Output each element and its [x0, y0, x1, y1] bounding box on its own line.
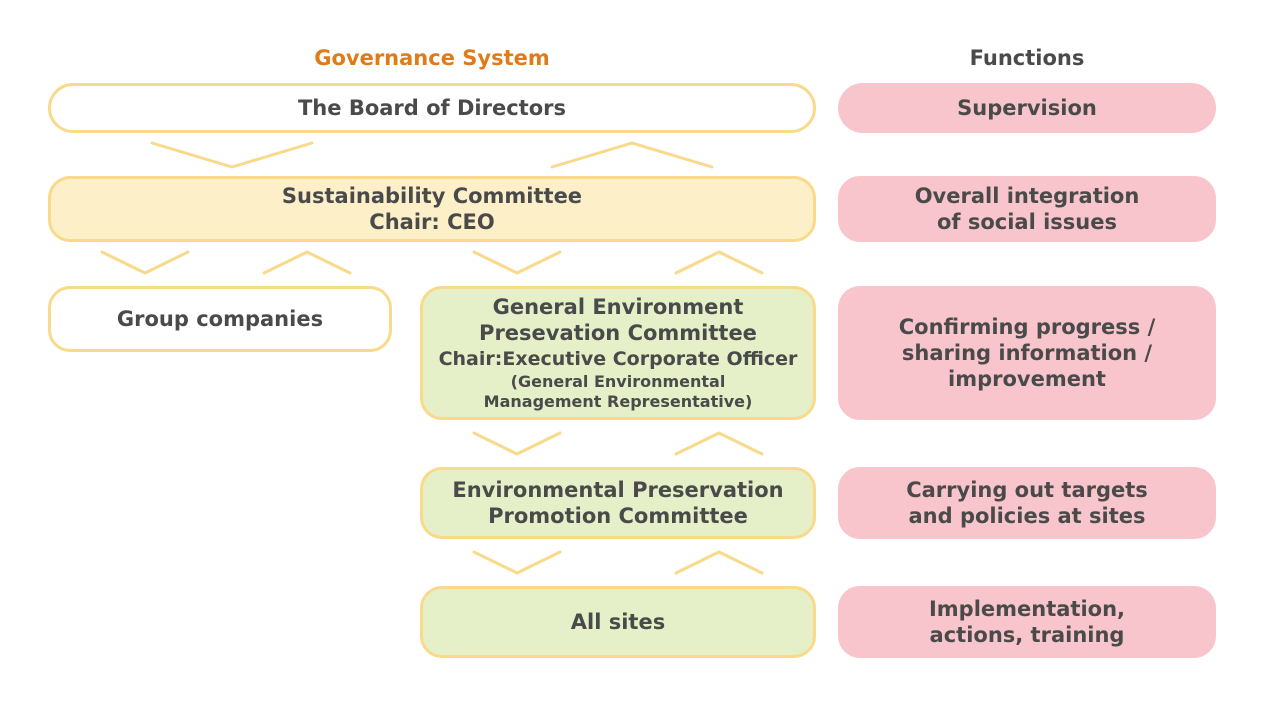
promotion-committee-box: Environmental Preservation Promotion Com…: [420, 467, 816, 539]
confirming-function-line-2: sharing information /: [901, 341, 1153, 365]
implementation-function-box: Implementation, actions, training: [838, 586, 1216, 658]
implementation-function-line-2: actions, training: [929, 623, 1125, 647]
carrying-function-line-2: and policies at sites: [908, 504, 1146, 528]
carrying-function-box: Carrying out targets and policies at sit…: [838, 467, 1216, 539]
integration-function-line-2: of social issues: [936, 210, 1118, 234]
chevron-down-icon: [472, 431, 562, 456]
confirming-function-box: Confirming progress / sharing informatio…: [838, 286, 1216, 420]
chevron-up-icon: [550, 141, 714, 169]
chevron-down-icon: [472, 550, 562, 575]
chevron-down-icon: [100, 250, 190, 275]
chevron-down-icon: [150, 141, 314, 169]
confirming-function-line-3: improvement: [948, 367, 1106, 391]
chevron-up-icon: [674, 550, 764, 575]
board-of-directors-box: The Board of Directors: [48, 83, 816, 133]
supervision-function-label: Supervision: [957, 96, 1097, 120]
general-environment-committee-box: General Environment Presevation Committe…: [420, 286, 816, 420]
all-sites-box: All sites: [420, 586, 816, 658]
chevron-up-icon: [674, 250, 764, 275]
implementation-function-line-1: Implementation,: [928, 597, 1126, 621]
confirming-function-line-1: Confirming progress /: [898, 315, 1156, 339]
integration-function-box: Overall integration of social issues: [838, 176, 1216, 242]
sustainability-committee-name: Sustainability Committee: [281, 184, 583, 208]
board-of-directors-label: The Board of Directors: [297, 96, 566, 120]
chevron-down-icon: [472, 250, 562, 275]
carrying-function-line-1: Carrying out targets: [906, 478, 1148, 502]
sustainability-committee-box: Sustainability Committee Chair: CEO: [48, 176, 816, 242]
integration-function-line-1: Overall integration: [914, 184, 1140, 208]
sustainability-committee-chair: Chair: CEO: [369, 210, 495, 234]
general-committee-name-1: General Environment: [492, 295, 744, 319]
functions-header: Functions: [969, 46, 1085, 70]
group-companies-label: Group companies: [116, 307, 324, 331]
general-committee-chair: Chair:Executive Corporate Officer: [438, 348, 798, 370]
general-committee-name-2: Presevation Committee: [479, 321, 757, 345]
general-committee-representative-2: Management Representative): [483, 392, 753, 411]
chevron-up-icon: [262, 250, 352, 275]
group-companies-box: Group companies: [48, 286, 392, 352]
governance-system-header: Governance System: [314, 46, 550, 70]
promotion-committee-name-2: Promotion Committee: [488, 504, 748, 528]
general-committee-representative-1: (General Environmental: [510, 372, 726, 391]
promotion-committee-name-1: Environmental Preservation: [452, 478, 784, 502]
supervision-function-box: Supervision: [838, 83, 1216, 133]
chevron-up-icon: [674, 431, 764, 456]
all-sites-label: All sites: [570, 610, 666, 634]
